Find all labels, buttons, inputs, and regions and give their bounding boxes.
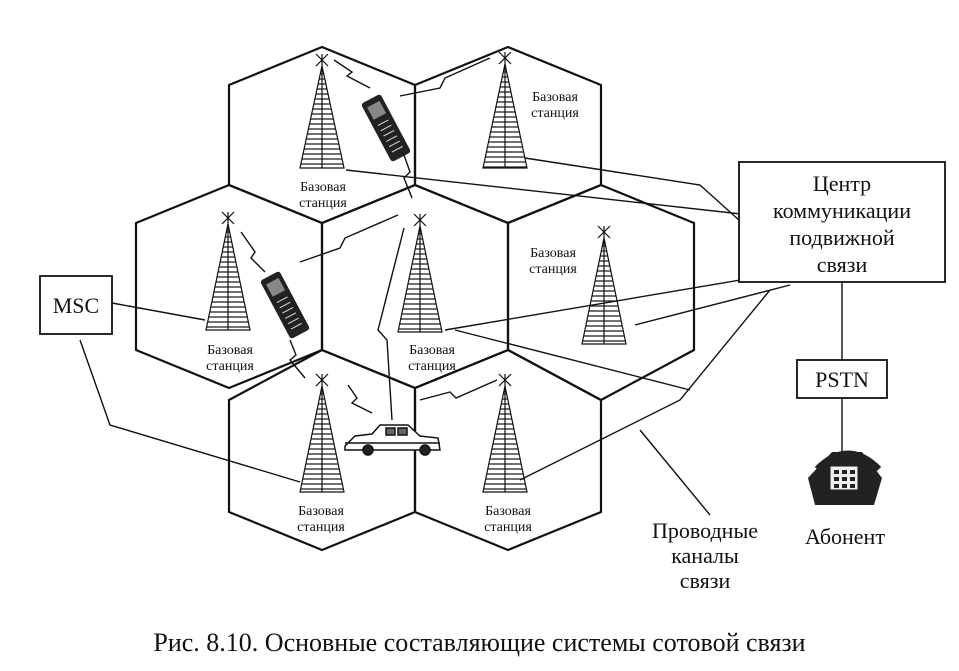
msc-box [39, 275, 113, 335]
radio-link-9 [419, 379, 498, 401]
subscriber-label: Абонент [805, 524, 885, 549]
wire-bs-midright-center [634, 284, 791, 326]
radio-link-6 [289, 339, 306, 379]
pstn-box [796, 359, 888, 399]
base-station-label-bottom-right: Базовая станция [484, 504, 532, 535]
radio-link-7 [347, 384, 373, 414]
wire-bs-topright-center [524, 157, 751, 231]
msc-label: MSC [52, 293, 100, 318]
tower-top-left [299, 53, 345, 169]
radio-link-4 [299, 214, 399, 263]
mobile-switching-center-label: Центр коммуникации подвижной связи [773, 171, 911, 277]
pstn-label: PSTN [815, 367, 869, 392]
tower-center [397, 213, 443, 333]
tower-bottom-right [482, 373, 528, 493]
mobile-phone-left-icon [260, 271, 310, 339]
base-station-label-top-left: Базовая станция [299, 180, 347, 211]
base-station-label-top-right: Базовая станция [531, 90, 579, 121]
mobile-phone-top-icon [361, 94, 411, 162]
car-icon [344, 424, 441, 456]
telephone-icon [808, 450, 882, 505]
tower-bottom-left [299, 373, 345, 493]
figure-caption: Рис. 8.10. Основные составляющие системы… [153, 628, 806, 657]
wire-bs-bottomright-center [519, 289, 771, 481]
radio-link-3 [403, 154, 413, 199]
mobile-switching-center-box [738, 161, 946, 283]
radio-link-5 [240, 231, 266, 273]
wire-bs-topleft-center [345, 169, 751, 216]
cell-bottom-right [413, 348, 603, 552]
radio-link-2 [399, 57, 491, 97]
base-station-label-center: Базовая станция [408, 343, 456, 374]
base-station-label-mid-right: Базовая станция [529, 246, 577, 277]
wire-msc-bs-bottomleft [79, 339, 301, 483]
tower-mid-right [581, 225, 627, 345]
wire-label-pointer [639, 429, 711, 516]
wire-to-label [454, 329, 691, 391]
tower-top-right [482, 51, 528, 169]
radio-link-8 [377, 227, 405, 421]
wire-msc-bs-midleft [111, 302, 206, 321]
tower-mid-left [205, 211, 251, 331]
wired-channels-label: Проводные каналы связи [651, 518, 758, 593]
base-station-label-bottom-left: Базовая станция [297, 504, 345, 535]
radio-link-1 [333, 59, 371, 89]
base-station-label-mid-left: Базовая станция [206, 343, 254, 374]
